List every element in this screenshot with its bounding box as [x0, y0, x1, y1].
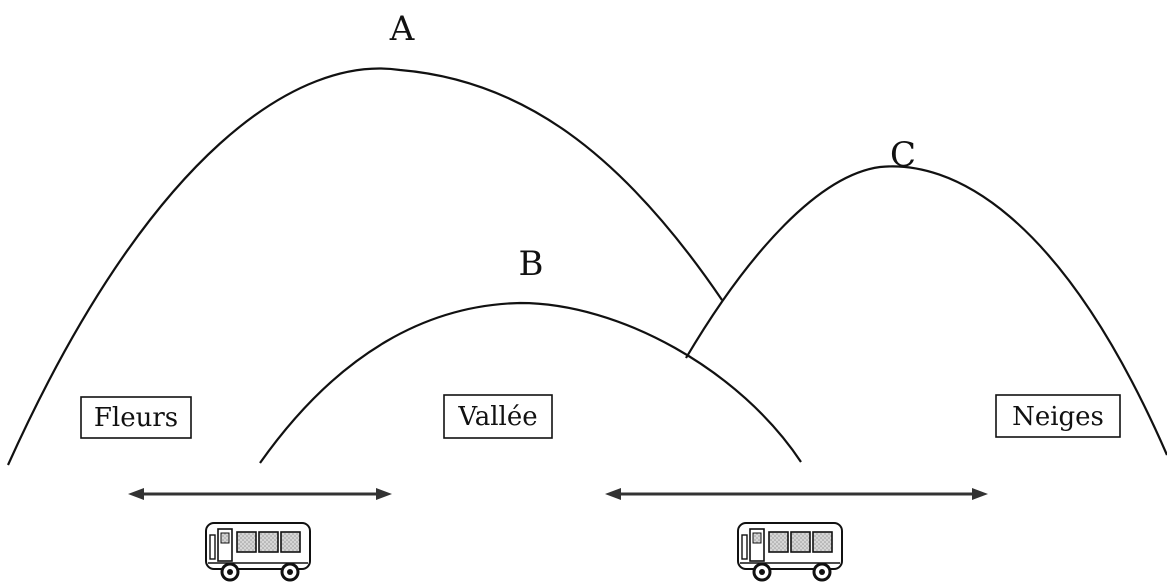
mountain-b-outline — [259, 301, 802, 464]
route-arrow-vallee-neiges — [605, 488, 988, 500]
mountain-c-outline — [685, 165, 1167, 456]
mountain-c-label: C — [890, 135, 916, 175]
bus-icon — [736, 521, 844, 582]
mountain-a-label: A — [389, 9, 415, 49]
mountain-b-label: B — [519, 244, 544, 284]
place-vallee-label: Vallée — [457, 402, 537, 432]
route-arrow-fleurs-vallee — [128, 488, 392, 500]
bus-icon — [204, 521, 312, 582]
place-neiges-label: Neiges — [1012, 402, 1104, 432]
place-fleurs-label: Fleurs — [94, 403, 178, 433]
place-fleurs: Fleurs — [80, 396, 192, 439]
place-vallee: Vallée — [443, 394, 553, 439]
place-neiges: Neiges — [995, 394, 1121, 438]
mountain-a-outline — [6, 67, 723, 466]
